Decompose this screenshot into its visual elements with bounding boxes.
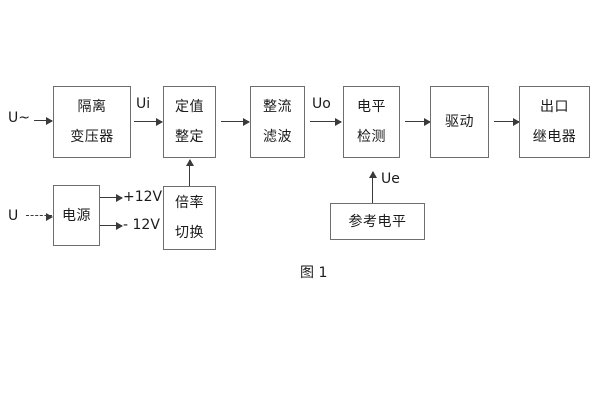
block-power-supply[interactable]: 电源 bbox=[53, 185, 100, 246]
ac-input-arrow bbox=[34, 116, 53, 125]
block-setpoint-adjust[interactable]: 定值 整定 bbox=[163, 86, 216, 158]
arrow-level-detect-to-drive bbox=[405, 117, 431, 126]
signal-uo-label: Uo bbox=[312, 96, 331, 112]
arrow-setpoint-to-rectify bbox=[221, 117, 250, 126]
block-setpoint-adjust-line-1: 定值 bbox=[175, 99, 204, 115]
signal-ui-arrow bbox=[134, 117, 163, 126]
block-power-supply-line-1: 电源 bbox=[62, 207, 91, 224]
block-reference-level-line-1: 参考电平 bbox=[348, 213, 407, 230]
signal-ue-label: Ue bbox=[381, 171, 400, 187]
neg-rail-arrow bbox=[100, 221, 123, 230]
block-rectify-filter-line-2: 滤波 bbox=[263, 129, 292, 145]
block-reference-level[interactable]: 参考电平 bbox=[330, 203, 425, 240]
block-multiplier-switch[interactable]: 倍率 切换 bbox=[163, 186, 216, 250]
block-drive[interactable]: 驱动 bbox=[430, 86, 489, 158]
ac-input-label: U~ bbox=[8, 110, 30, 126]
block-output-relay-line-2: 继电器 bbox=[532, 129, 577, 145]
block-setpoint-adjust-line-2: 整定 bbox=[175, 129, 204, 145]
block-isolation-transformer[interactable]: 隔离 变压器 bbox=[53, 86, 131, 158]
neg-rail-label: - 12V bbox=[123, 217, 160, 233]
signal-uo-arrow bbox=[310, 117, 342, 126]
block-isolation-transformer-line-2: 变压器 bbox=[70, 129, 114, 145]
arrow-reference-to-level-detect bbox=[368, 171, 377, 203]
block-level-detect-line-1: 电平 bbox=[357, 99, 386, 115]
block-level-detect-line-2: 检测 bbox=[357, 129, 386, 145]
block-multiplier-switch-line-1: 倍率 bbox=[175, 195, 204, 211]
arrow-drive-to-output-relay bbox=[494, 117, 520, 126]
dc-input-label: U bbox=[8, 208, 19, 224]
block-drive-line-1: 驱动 bbox=[445, 114, 474, 130]
block-isolation-transformer-line-1: 隔离 bbox=[77, 99, 107, 115]
block-output-relay-line-1: 出口 bbox=[540, 99, 569, 115]
dc-input-arrow bbox=[26, 212, 53, 221]
block-rectify-filter[interactable]: 整流 滤波 bbox=[250, 86, 305, 158]
signal-ui-label: Ui bbox=[136, 96, 151, 112]
pos-rail-arrow bbox=[100, 193, 123, 202]
pos-rail-label: +12V bbox=[123, 189, 163, 205]
arrow-multiplier-to-setpoint bbox=[185, 159, 194, 186]
block-rectify-filter-line-1: 整流 bbox=[263, 99, 292, 115]
block-output-relay[interactable]: 出口 继电器 bbox=[519, 86, 590, 158]
block-multiplier-switch-line-2: 切换 bbox=[175, 225, 204, 241]
block-level-detect[interactable]: 电平 检测 bbox=[343, 86, 400, 158]
figure-caption: 图 1 bbox=[300, 265, 328, 281]
